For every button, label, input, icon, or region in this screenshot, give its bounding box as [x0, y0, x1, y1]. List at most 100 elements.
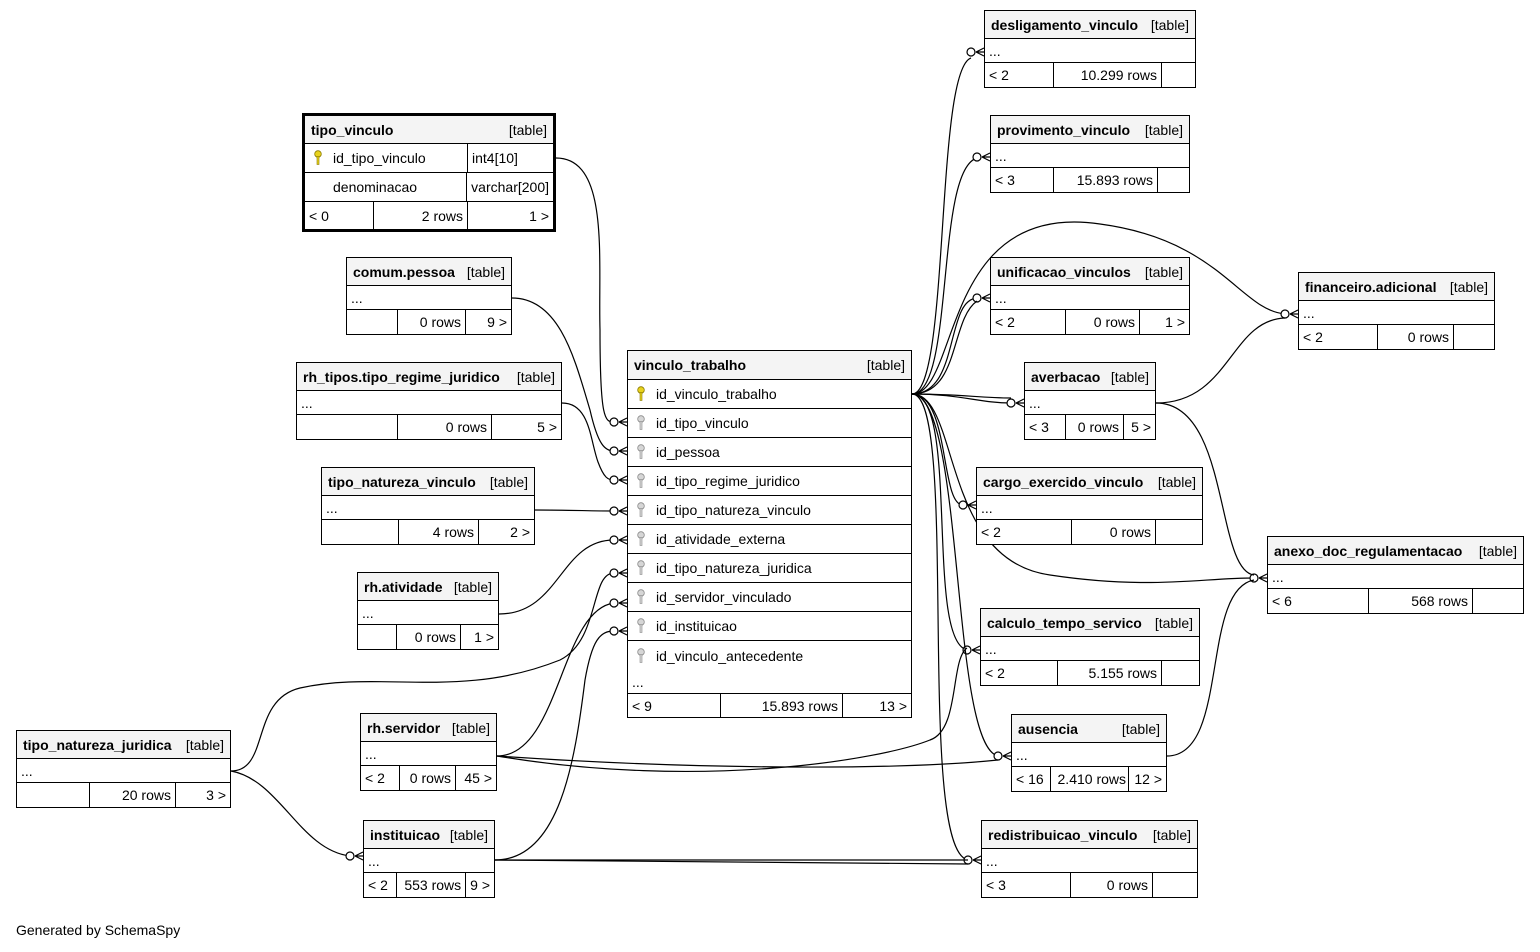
child-count: 9 >	[465, 310, 511, 334]
relationship-edge	[496, 647, 968, 773]
table-rh-atividade[interactable]: rh.atividade[table] ... 0 rows 1 >	[357, 572, 499, 650]
column-row: id_tipo_natureza_vinculo	[628, 496, 911, 525]
table-vinculo-trabalho[interactable]: vinculo_trabalho[table] id_vinculo_traba…	[627, 350, 912, 718]
table-rh-servidor[interactable]: rh.servidor[table] ... < 2 0 rows 45 >	[360, 713, 497, 791]
row-count: 0 rows	[399, 766, 455, 790]
column-row: id_servidor_vinculado	[628, 583, 911, 612]
relationship-edge	[911, 300, 978, 395]
parent-count: < 3	[995, 172, 1015, 188]
columns-ellipsis: ...	[351, 289, 363, 306]
row-count: 15.893 rows	[1053, 168, 1157, 192]
columns-ellipsis: ...	[1272, 568, 1284, 585]
table-header: comum.pessoa [table]	[347, 258, 511, 286]
table-name: tipo_natureza_juridica	[23, 736, 172, 753]
foreign-key-icon	[636, 647, 650, 664]
table-footer: < 2 5.155 rows	[981, 661, 1199, 685]
table-tipo-natureza-vinculo[interactable]: tipo_natureza_vinculo[table] ... 4 rows …	[321, 467, 535, 545]
parent-count: < 2	[981, 524, 1001, 540]
row-count: 2 rows	[373, 202, 467, 229]
table-kind: [table]	[185, 736, 224, 753]
table-anexo-doc-regulamentacao[interactable]: anexo_doc_regulamentacao[table] ... < 6 …	[1267, 536, 1524, 614]
table-financeiro-adicional[interactable]: financeiro.adicional[table] ... < 2 0 ro…	[1298, 272, 1495, 350]
relationship-edge	[911, 221, 1286, 395]
crows-foot-marker	[972, 293, 991, 303]
relationship-edge	[230, 770, 351, 857]
relationship-edge	[911, 57, 972, 395]
table-footer: 20 rows 3 >	[17, 783, 230, 807]
table-kind: [table]	[1157, 473, 1196, 490]
table-header: tipo_natureza_vinculo[table]	[322, 468, 534, 496]
crows-foot-marker	[609, 506, 628, 516]
column-name: id_vinculo_trabalho	[656, 386, 777, 402]
child-count	[1161, 63, 1195, 87]
table-name: calculo_tempo_servico	[987, 614, 1142, 631]
relationship-edge	[1155, 402, 1255, 576]
crows-foot-marker	[609, 446, 628, 456]
table-header: financeiro.adicional[table]	[1299, 273, 1494, 301]
table-comum-pessoa[interactable]: comum.pessoa[table] ... 0 rows 9 >	[346, 257, 512, 335]
table-name: ausencia	[1018, 720, 1078, 737]
child-count: 13 >	[842, 694, 911, 717]
table-instituicao[interactable]: instituicao[table] ... < 2 553 rows 9 >	[363, 820, 495, 898]
table-tipo-natureza-juridica[interactable]: tipo_natureza_juridica[table] ... 20 row…	[16, 730, 231, 808]
child-count	[1157, 168, 1189, 192]
table-calculo-tempo-servico[interactable]: calculo_tempo_servico[table] ... < 2 5.1…	[980, 608, 1200, 686]
table-footer: < 6 568 rows	[1268, 589, 1523, 613]
parent-count	[347, 310, 397, 334]
crows-foot-marker	[609, 598, 628, 608]
column-type: varchar[200]	[466, 173, 553, 201]
columns-ellipsis: ...	[985, 640, 997, 657]
column-name: id_tipo_natureza_vinculo	[656, 502, 811, 518]
foreign-key-icon	[636, 618, 650, 634]
child-count	[1472, 589, 1523, 613]
parent-count: < 9	[632, 697, 652, 714]
relationship-edge	[498, 539, 615, 615]
columns-ellipsis: ...	[368, 852, 380, 869]
primary-key-icon	[636, 386, 650, 402]
crows-foot-marker	[958, 500, 977, 510]
table-tipo-vinculo[interactable]: tipo_vinculo [table] id_tipo_vinculo int…	[302, 113, 556, 232]
relationship-edge	[911, 297, 978, 395]
table-header: calculo_tempo_servico[table]	[981, 609, 1199, 637]
crows-foot-marker	[609, 568, 628, 578]
child-count	[1155, 520, 1202, 544]
generated-by-footer: Generated by SchemaSpy	[16, 922, 181, 938]
table-desligamento-vinculo[interactable]: desligamento_vinculo[table] ... < 2 10.2…	[984, 10, 1196, 88]
table-header: rh.servidor[table]	[361, 714, 496, 742]
columns-ellipsis: ...	[362, 604, 374, 621]
table-ausencia[interactable]: ausencia[table] ... < 16 2.410 rows 12 >	[1011, 714, 1167, 792]
table-averbacao[interactable]: averbacao[table] ... < 3 0 rows 5 >	[1024, 362, 1156, 440]
table-name: unificacao_vinculos	[997, 263, 1131, 280]
table-kind: [table]	[1121, 720, 1160, 737]
table-kind: [table]	[1449, 278, 1488, 295]
table-name: comum.pessoa	[353, 263, 455, 280]
table-kind: [table]	[451, 719, 490, 736]
table-unificacao-vinculos[interactable]: unificacao_vinculos[table] ... < 2 0 row…	[990, 257, 1190, 335]
row-count: 5.155 rows	[1057, 661, 1161, 685]
column-name: id_pessoa	[656, 444, 720, 460]
table-provimento-vinculo[interactable]: provimento_vinculo[table] ... < 3 15.893…	[990, 115, 1190, 193]
relationship-edge	[494, 630, 615, 861]
relationship-edge	[561, 402, 615, 481]
table-kind: [table]	[1150, 16, 1189, 33]
table-header: averbacao[table]	[1025, 363, 1155, 391]
foreign-key-icon	[636, 531, 650, 547]
column-name: id_tipo_natureza_juridica	[656, 560, 812, 576]
table-name: tipo_vinculo	[311, 121, 394, 138]
relationship-edge	[555, 157, 615, 423]
table-cargo-exercido-vinculo[interactable]: cargo_exercido_vinculo[table] ... < 2 0 …	[976, 467, 1203, 545]
row-count: 15.893 rows	[720, 694, 842, 717]
child-count: 1 >	[467, 202, 553, 229]
table-kind: [table]	[508, 121, 547, 138]
table-rh-tipos-tipo-regime-juridico[interactable]: rh_tipos.tipo_regime_juridico[table] ...…	[296, 362, 562, 440]
row-count: 0 rows	[396, 625, 460, 649]
columns-ellipsis: ...	[981, 499, 993, 516]
crows-foot-marker	[609, 417, 628, 427]
table-kind: [table]	[449, 826, 488, 843]
parent-count: < 6	[1272, 593, 1292, 609]
table-kind: [table]	[466, 263, 505, 280]
column-name: id_instituicao	[656, 618, 737, 634]
table-redistribuicao-vinculo[interactable]: redistribuicao_vinculo[table] ... < 3 0 …	[981, 820, 1198, 898]
crows-foot-marker	[609, 626, 628, 636]
row-count: 0 rows	[1065, 310, 1139, 334]
